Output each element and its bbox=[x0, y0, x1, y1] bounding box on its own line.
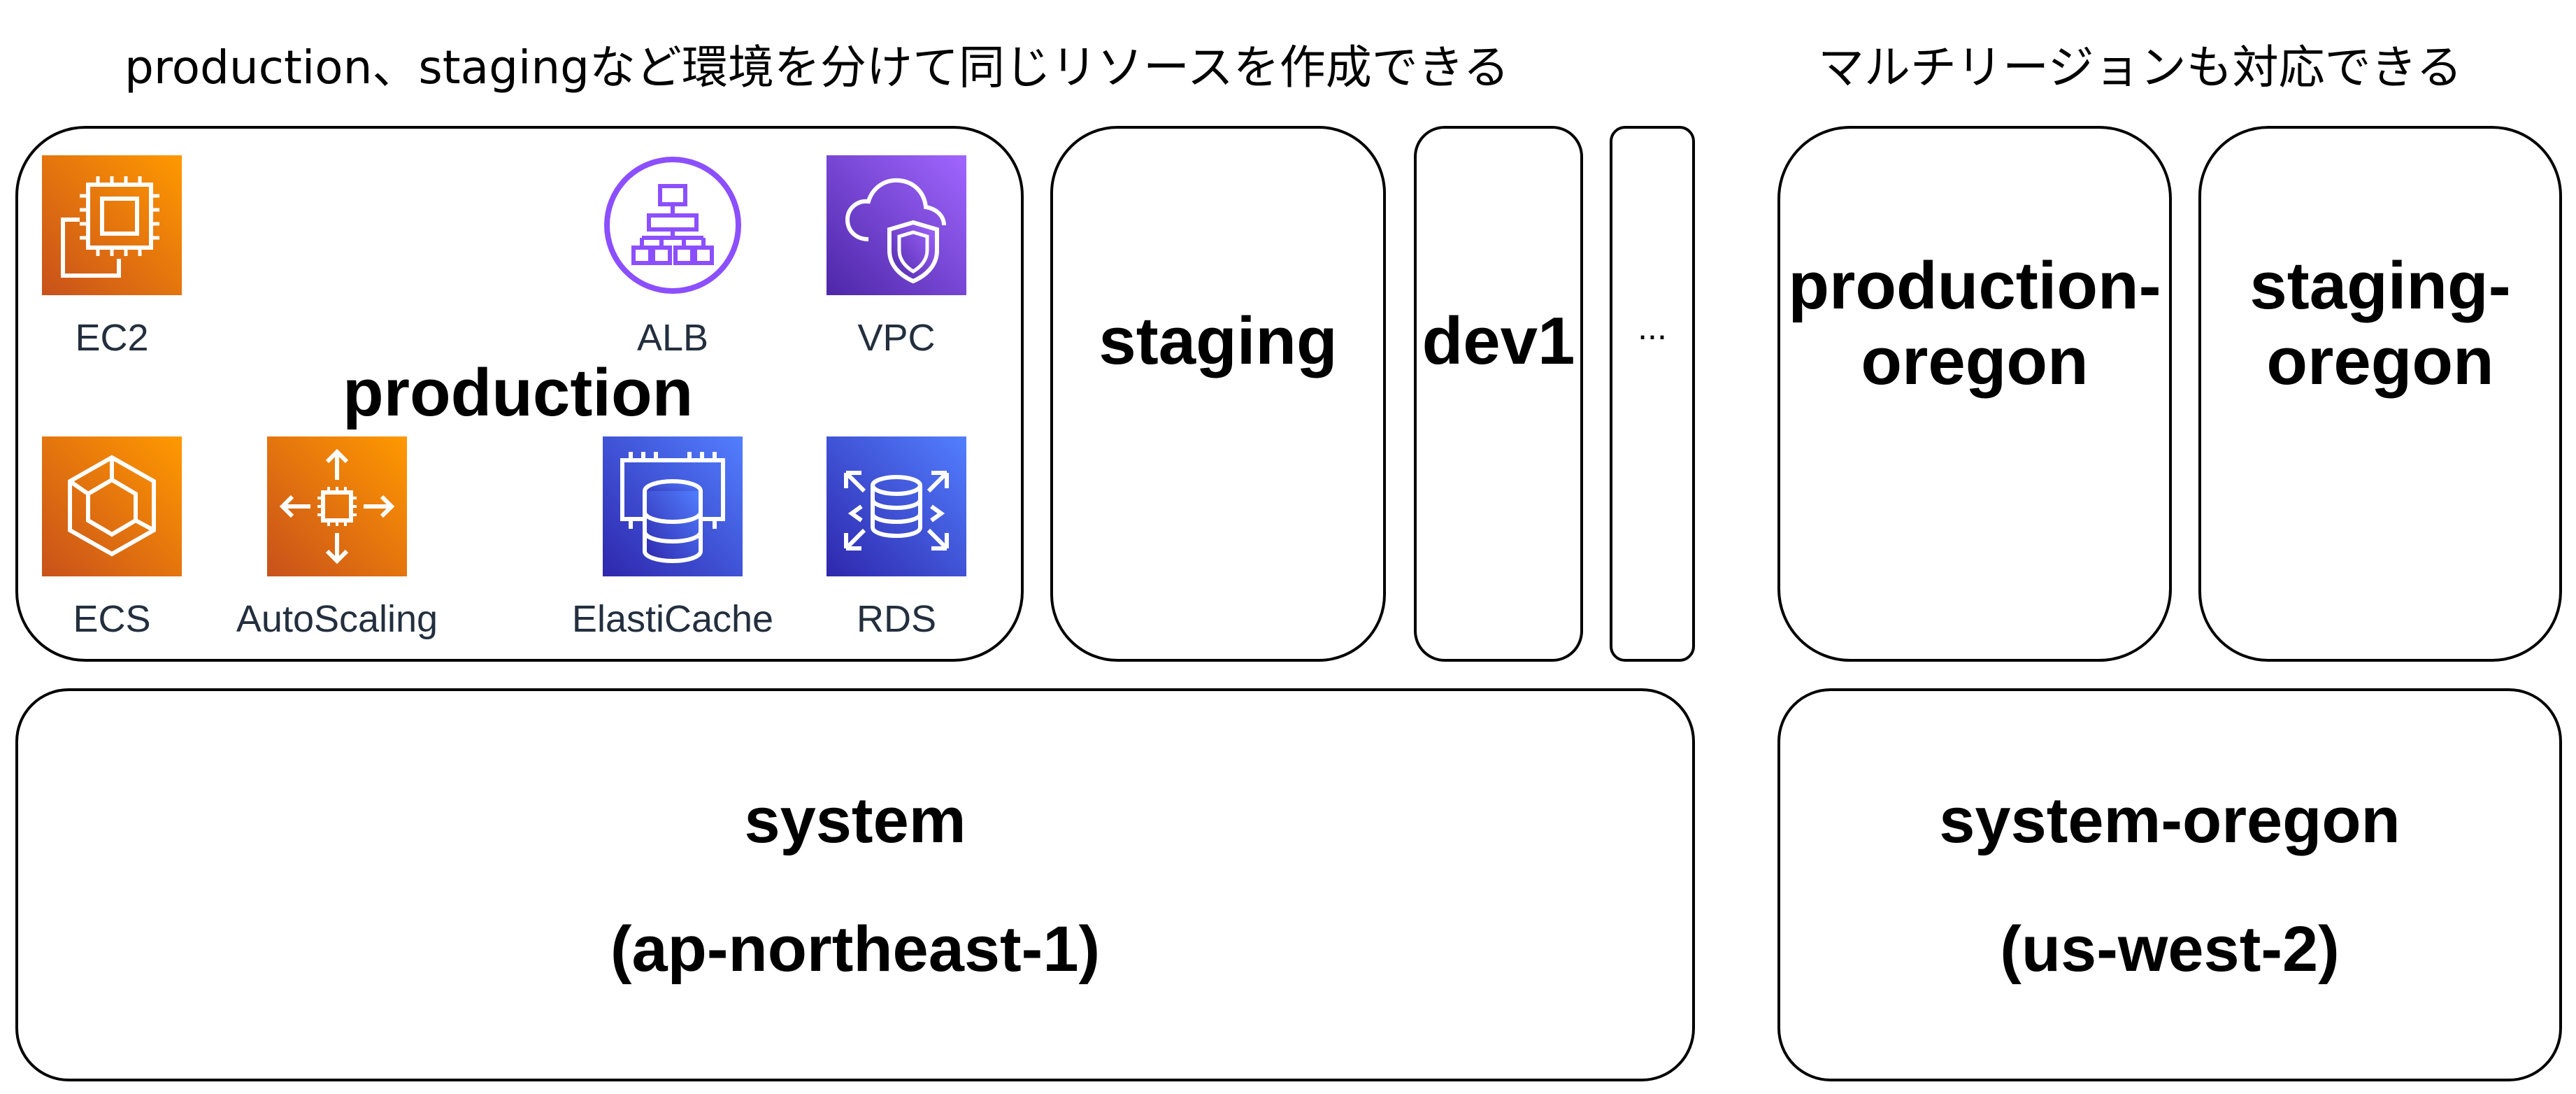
elasticache-icon bbox=[603, 436, 743, 576]
production-oregon-box: production- oregon bbox=[1777, 126, 2172, 662]
ecs-label: ECS bbox=[73, 598, 151, 640]
system-region-label: (ap-northeast-1) bbox=[610, 914, 1101, 985]
system-box bbox=[15, 688, 1695, 1081]
vpc-icon bbox=[827, 155, 966, 295]
system-oregon-label: system-oregon bbox=[1939, 785, 2400, 856]
heading-multi-region: マルチリージョンも対応できる bbox=[1818, 41, 2463, 94]
staging-oregon-label-line1: staging- bbox=[2249, 248, 2511, 324]
ec2-icon bbox=[42, 155, 182, 295]
dev1-environment-box: dev1 bbox=[1414, 126, 1583, 662]
elasticache-label: ElastiCache bbox=[571, 598, 774, 640]
ecs-icon bbox=[42, 436, 182, 576]
staging-label: staging bbox=[1099, 304, 1338, 379]
staging-oregon-box: staging- oregon bbox=[2198, 126, 2562, 662]
system-label: system bbox=[744, 785, 966, 856]
heading-environments: production、stagingなど環境を分けて同じリソースを作成できる bbox=[124, 41, 1510, 94]
production-label: production bbox=[343, 355, 694, 430]
alb-label: ALB bbox=[636, 317, 709, 359]
rds-icon bbox=[827, 436, 966, 576]
production-oregon-label-line1: production- bbox=[1788, 248, 2161, 324]
more-environments-box: ... bbox=[1610, 126, 1695, 662]
production-oregon-label-line2: oregon bbox=[1861, 324, 2089, 399]
more-environments-ellipsis: ... bbox=[1638, 308, 1667, 347]
system-oregon-region-label: (us-west-2) bbox=[2000, 914, 2340, 985]
staging-environment-box: staging bbox=[1050, 126, 1386, 662]
rds-label: RDS bbox=[856, 598, 937, 640]
staging-oregon-label-line2: oregon bbox=[2266, 324, 2494, 399]
ec2-label: EC2 bbox=[75, 317, 149, 359]
dev1-label: dev1 bbox=[1422, 304, 1575, 379]
vpc-label: VPC bbox=[857, 317, 936, 359]
autoscaling-label: AutoScaling bbox=[236, 598, 438, 640]
alb-icon bbox=[603, 155, 743, 295]
system-oregon-box bbox=[1777, 688, 2562, 1081]
autoscaling-icon bbox=[267, 436, 407, 576]
